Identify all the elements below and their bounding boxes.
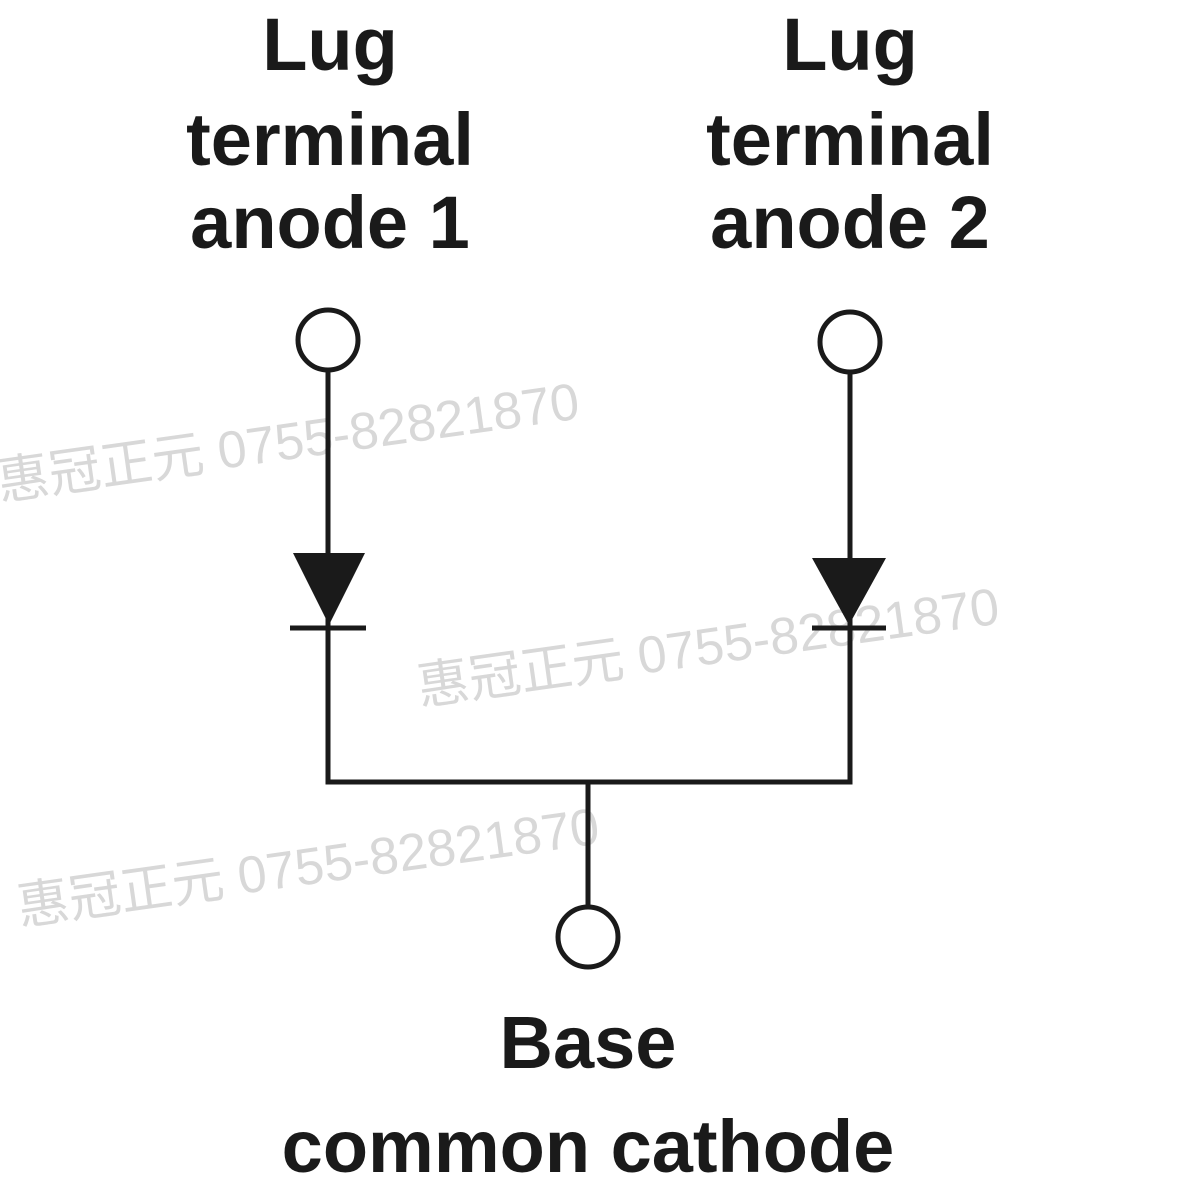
label-line: terminal <box>706 98 994 181</box>
label-line: Lug <box>262 3 398 86</box>
watermark: 惠冠正元 0755-82821870 <box>14 798 603 937</box>
watermark: 惠冠正元 0755-82821870 <box>414 578 1003 717</box>
label-anode2: Lug terminal anode 2 <box>706 3 994 264</box>
terminal-anode1 <box>295 307 361 373</box>
diode2-triangle <box>812 558 886 625</box>
label-line: terminal <box>186 98 474 181</box>
label-cathode: Base common cathode <box>282 1001 895 1188</box>
terminal-anode2 <box>817 309 883 375</box>
label-line: common cathode <box>282 1105 895 1188</box>
label-anode1: Lug terminal anode 1 <box>186 3 474 264</box>
label-line: anode 2 <box>710 181 990 264</box>
label-line: Base <box>500 1001 677 1084</box>
watermark: 惠冠正元 0755-82821870 <box>0 373 583 512</box>
terminal-cathode <box>555 904 621 970</box>
label-line: anode 1 <box>190 181 470 264</box>
diode1-triangle <box>293 553 365 625</box>
label-line: Lug <box>782 3 918 86</box>
